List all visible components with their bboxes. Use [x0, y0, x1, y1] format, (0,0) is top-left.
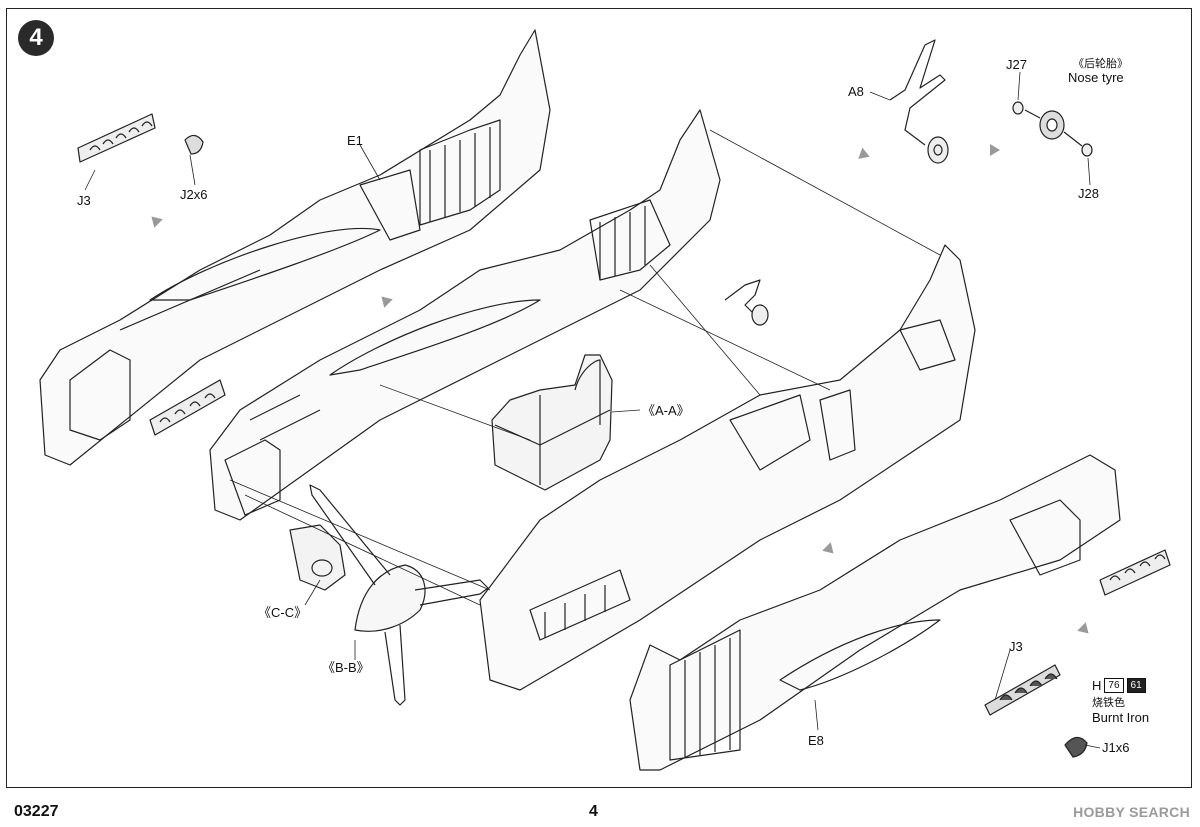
label-a8: A8 [848, 84, 864, 99]
label-j27: J27 [1006, 57, 1027, 72]
spinner-backplate [289, 524, 346, 591]
main-fuselage [479, 244, 976, 691]
label-section-cc: 《C-C》 [258, 605, 308, 620]
paint-callout: H 76 61 [1092, 678, 1146, 693]
label-section-aa: 《A-A》 [642, 403, 690, 418]
tail-gear-leg-a8 [889, 39, 949, 164]
paint-code-a: 76 [1104, 678, 1124, 693]
fuselage-half-e8 [629, 454, 1121, 771]
product-code: 03227 [14, 803, 59, 820]
label-j1x6: J1x6 [1102, 740, 1130, 755]
exhaust-stack-middle [149, 379, 226, 436]
paint-name-en: Burnt Iron [1092, 710, 1150, 725]
label-nose-tyre-cn: 《后轮胎》 [1073, 58, 1128, 70]
leader-lines [84, 71, 1101, 749]
label-j2x6: J2x6 [180, 187, 208, 202]
nose-tyre-assembly [1012, 101, 1093, 157]
label-j3-bottom: J3 [1009, 639, 1023, 654]
page-number: 4 [589, 803, 598, 820]
label-j28: J28 [1078, 186, 1099, 201]
fuselage-half-e1 [39, 29, 551, 466]
label-nose-tyre: Nose tyre [1068, 70, 1124, 85]
propeller [309, 484, 489, 706]
paint-letter: H [1092, 678, 1102, 693]
label-e8: E8 [808, 733, 824, 748]
paint-code-b: 61 [1126, 678, 1146, 693]
step-number: 4 [29, 24, 43, 51]
exhaust-stack-j3-top [77, 113, 204, 163]
page-frame [6, 8, 1192, 788]
fuselage-half-middle [209, 109, 721, 521]
paint-name-cn: 烧铁色 [1092, 697, 1125, 709]
exhaust-stack-right [1099, 549, 1171, 596]
label-j3-top: J3 [77, 193, 91, 208]
watermark: HOBBY SEARCH [1073, 804, 1190, 820]
direction-arrows [151, 144, 1089, 634]
label-section-bb: 《B-B》 [322, 660, 370, 675]
step-number-badge: 4 [18, 20, 54, 56]
cockpit-tub [491, 354, 613, 491]
exhaust-stack-j3-bottom [984, 664, 1088, 758]
tail-gear-installed [724, 279, 769, 326]
label-e1: E1 [347, 133, 363, 148]
